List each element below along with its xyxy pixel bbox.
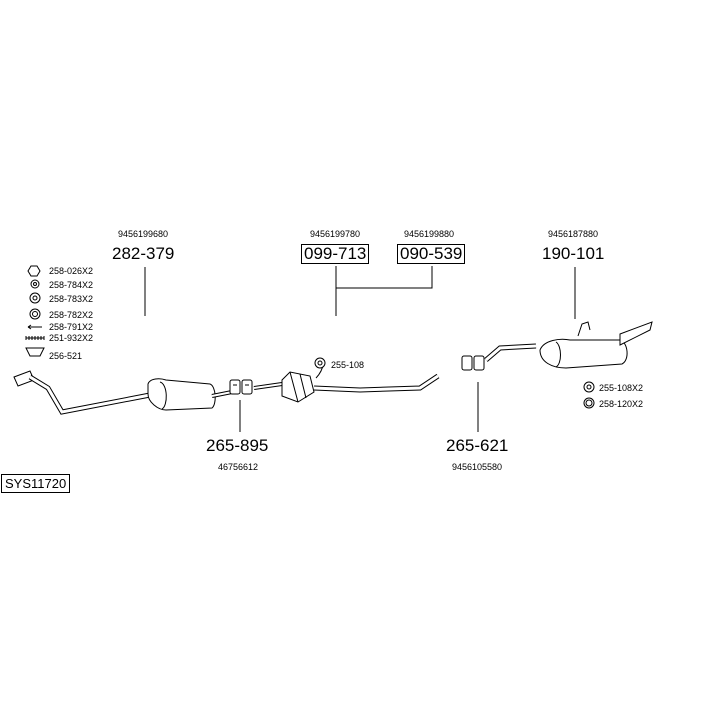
left-fittings-icons [25,265,45,357]
right-fittings-icons [583,381,595,409]
part-number-265-621[interactable]: 265-621 [446,436,509,455]
fitting-label[interactable]: 258-782X2 [49,310,94,320]
nut-icon [27,265,41,277]
fitting-label[interactable]: 258-784X2 [49,280,94,290]
part-number-265-895[interactable]: 265-895 [206,436,269,455]
fitting-label[interactable]: 258-783X2 [49,294,94,304]
part-number-282-379[interactable]: 282-379 [112,244,175,263]
catalyst-and-middle-pipe [253,361,440,403]
fitting-label[interactable]: 255-108X2 [599,383,644,393]
gasket-icon [25,347,45,357]
oe-number-099-713: 9456199780 [310,229,361,239]
leader-bracket-099-713-090-539 [335,266,433,316]
fitting-label[interactable]: 258-791X2 [49,322,94,332]
rear-silencer [484,321,653,369]
system-code-label: SYS11720 [1,474,71,493]
part-number-190-101[interactable]: 190-101 [542,244,605,263]
fitting-label[interactable]: 251-932X2 [49,333,94,343]
fitting-label[interactable]: 255-108 [331,360,365,370]
oe-number-265-621: 9456105580 [452,462,503,472]
part-number-099-713[interactable]: 099-713 [301,244,370,264]
fitting-label[interactable]: 258-120X2 [599,399,644,409]
oe-number-090-539: 9456199880 [404,229,455,239]
rear-clamp-icon [461,355,485,371]
bolt-icon [27,324,42,330]
front-pipe-and-silencer [13,370,233,415]
middle-fitting-icon [314,357,326,369]
fitting-label[interactable]: 258-026X2 [49,266,94,276]
oe-number-190-101: 9456187880 [548,229,599,239]
spring-icon [25,336,45,340]
oe-number-282-379: 9456199680 [118,229,169,239]
oe-number-265-895: 46756612 [218,462,259,472]
fitting-label[interactable]: 256-521 [49,351,83,361]
front-clamp-icon [229,379,253,395]
part-number-090-539[interactable]: 090-539 [397,244,466,264]
